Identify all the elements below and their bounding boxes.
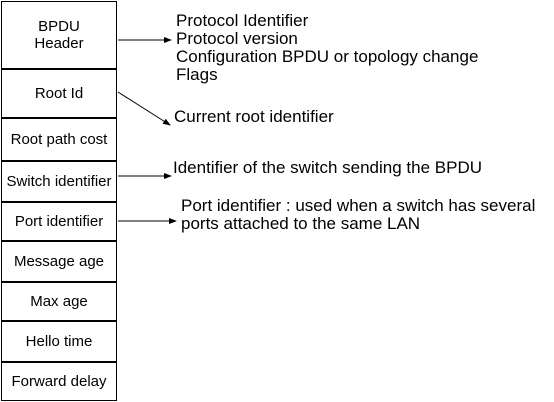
annotation-line: Protocol Identifier (176, 11, 309, 30)
field-message-age: Message age (1, 241, 117, 282)
field-label: Forward delay (11, 373, 107, 390)
annotation-line: ports attached to the same LAN (181, 214, 421, 233)
annotation-bpdu-header: Protocol Identifier Protocol version Con… (176, 12, 478, 84)
field-root-path-cost: Root path cost (1, 118, 117, 161)
field-label: Switch identifier (6, 173, 112, 190)
field-max-age: Max age (1, 282, 117, 321)
annotation-line: Configuration BPDU or topology change (176, 47, 479, 66)
field-label: BPDU Header (34, 18, 84, 52)
field-root-id: Root Id (1, 69, 117, 118)
annotation-line: Flags (176, 65, 218, 84)
annotation-line: Port identifier : used when a switch has… (181, 196, 536, 215)
annotation-switch-identifier: Identifier of the switch sending the BPD… (173, 159, 482, 177)
field-label: Message age (13, 253, 105, 270)
annotation-line: Protocol version (176, 29, 298, 48)
annotation-port-identifier: Port identifier : used when a switch has… (181, 197, 535, 233)
field-label: Hello time (25, 333, 93, 350)
annotation-line: Identifier of the switch sending the BPD… (173, 158, 482, 177)
field-switch-identifier: Switch identifier (1, 161, 117, 202)
field-bpdu-header: BPDU Header (1, 1, 117, 69)
field-label: Root Id (34, 85, 84, 102)
field-label: Root path cost (10, 131, 108, 148)
arrow-root-id (117, 91, 171, 126)
annotation-root-id: Current root identifier (174, 108, 334, 126)
field-hello-time: Hello time (1, 321, 117, 362)
field-label: Max age (30, 293, 88, 310)
annotation-line: Current root identifier (174, 107, 334, 126)
field-label: Port identifier (14, 213, 104, 230)
field-forward-delay: Forward delay (1, 362, 117, 401)
field-port-identifier: Port identifier (1, 202, 117, 241)
